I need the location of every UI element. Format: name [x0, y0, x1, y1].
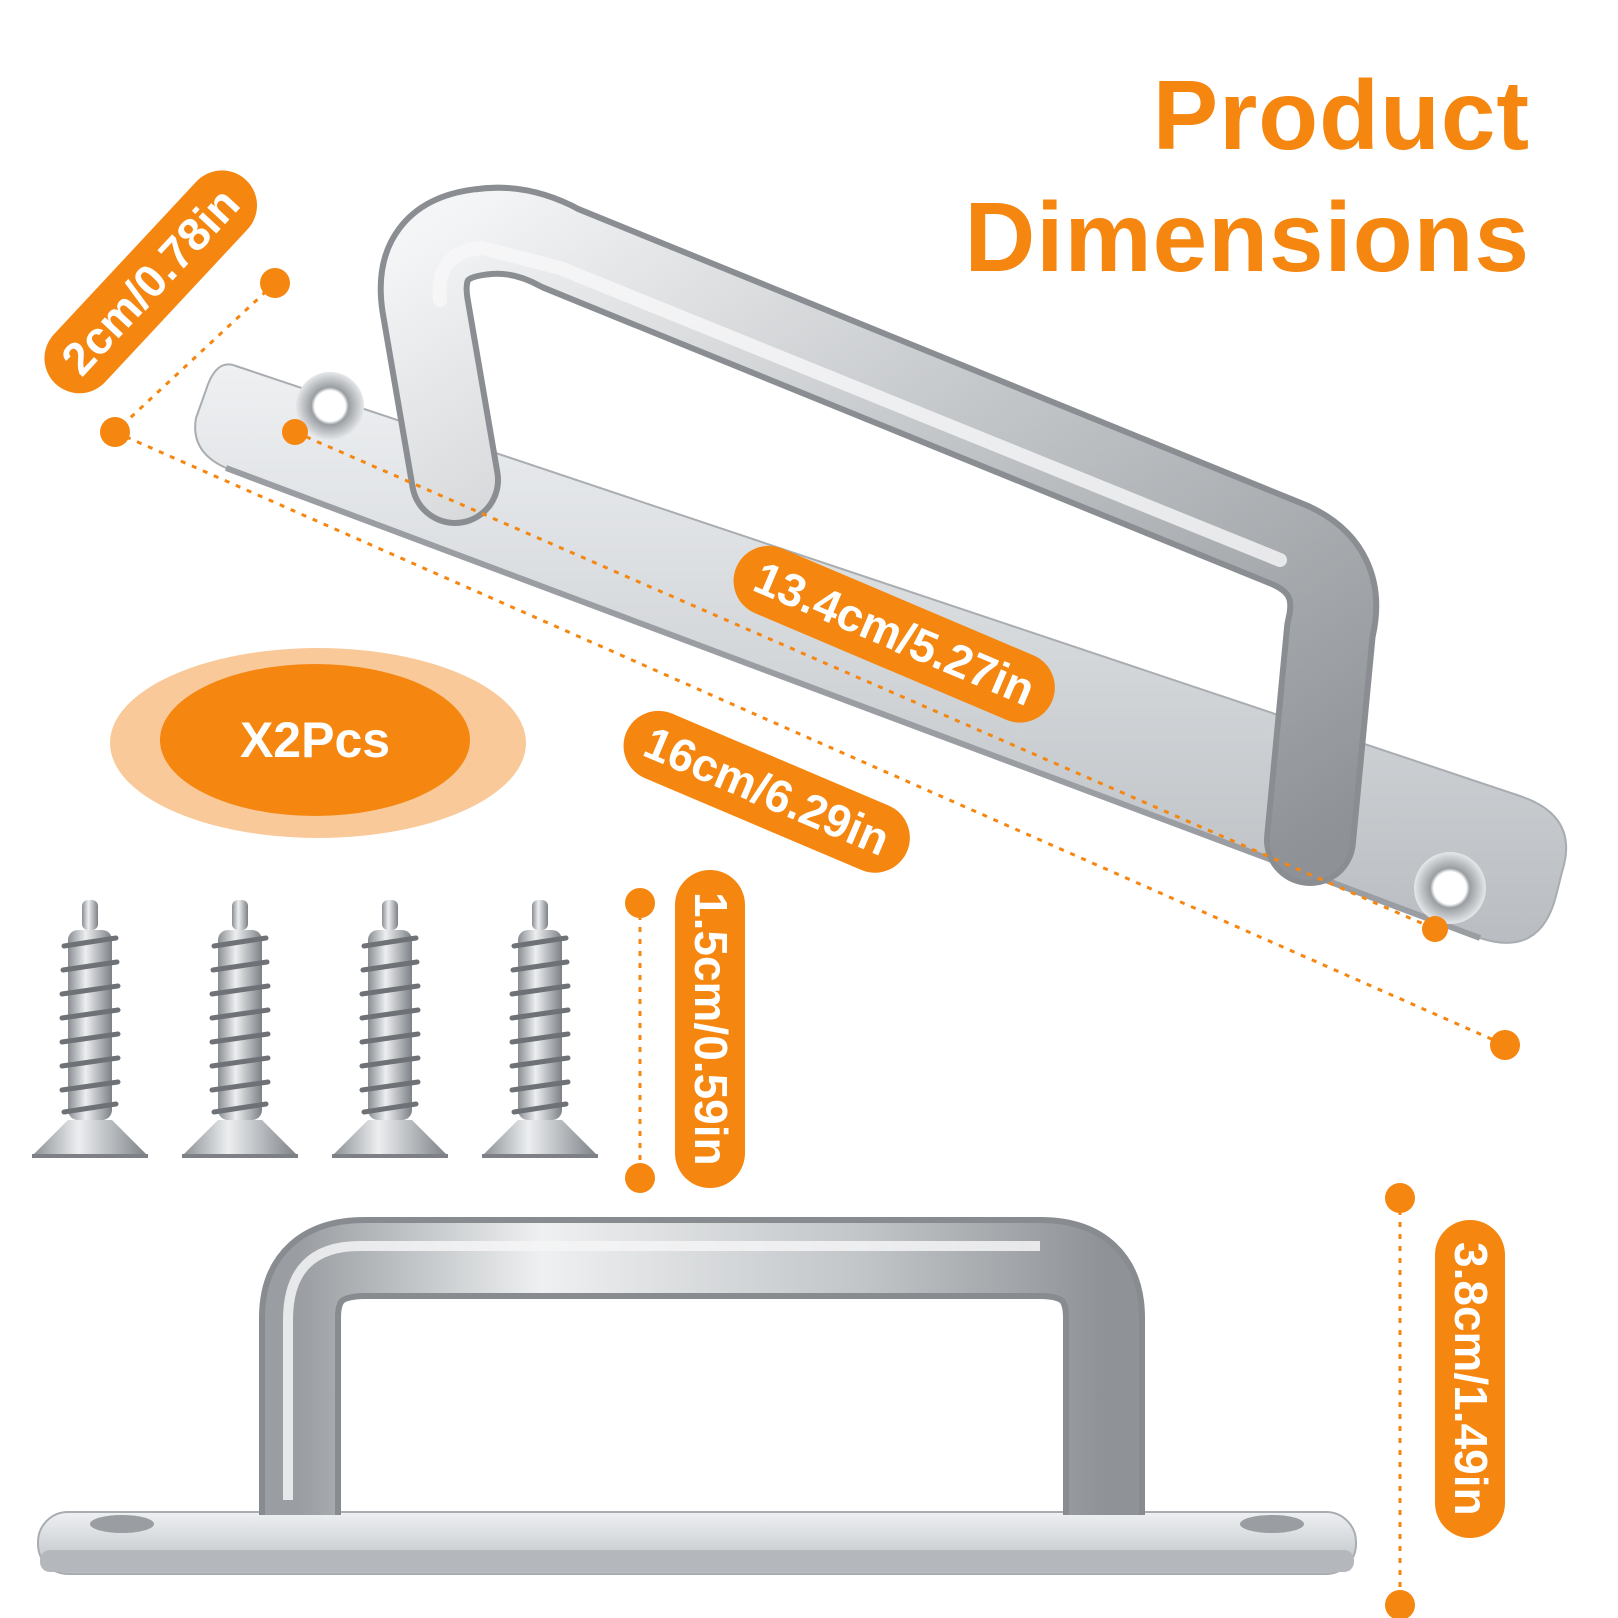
label-handle-height: 3.8cm/1.49in — [1435, 1220, 1505, 1538]
title-line-1: Product — [1152, 60, 1530, 170]
dimension-endpoints — [100, 268, 1520, 1618]
title-line-2: Dimensions — [964, 182, 1530, 292]
dimension-lines — [113, 281, 1506, 1605]
quantity-badge: X2Pcs — [160, 664, 470, 816]
label-screw-length: 1.5cm/0.59in — [675, 870, 745, 1188]
screw-image — [32, 900, 598, 1156]
handle-front-image — [37, 1217, 1357, 1575]
